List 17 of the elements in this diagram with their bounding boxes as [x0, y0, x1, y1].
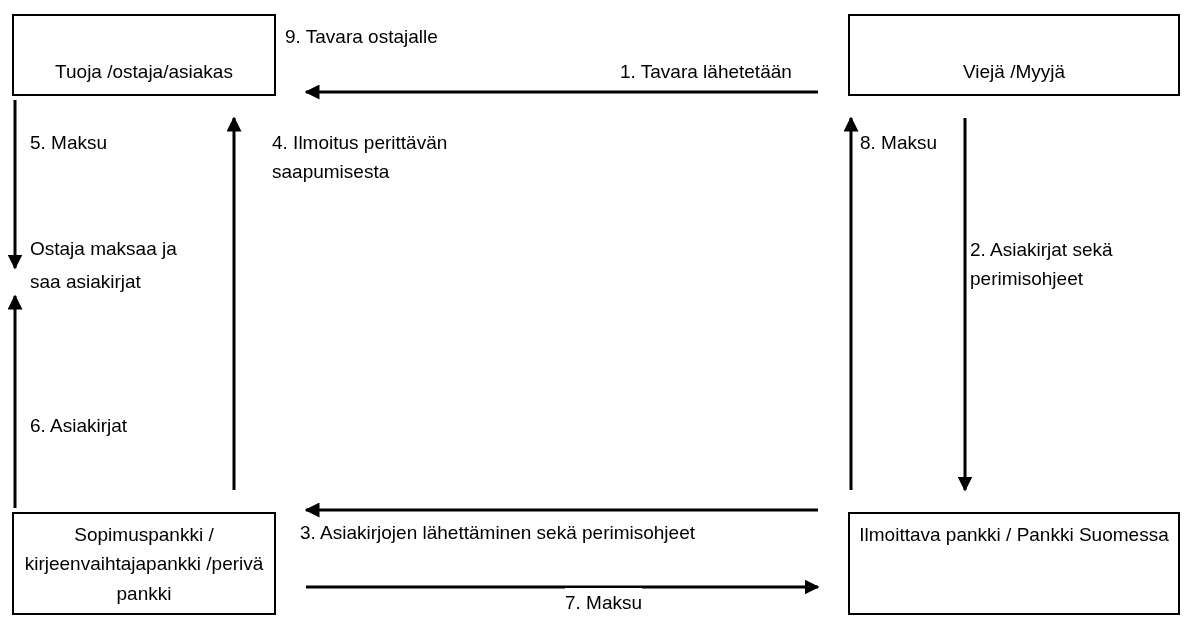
party-box — [12, 512, 276, 615]
party-box — [12, 14, 276, 96]
arrow — [957, 118, 973, 492]
arrow — [226, 116, 242, 490]
party-box — [848, 14, 1180, 96]
party-name: Tuoja /ostaja/asiakas — [55, 59, 233, 84]
arrow — [843, 116, 859, 490]
note-text: Ostaja maksaa ja saa asiakirjat — [30, 237, 178, 295]
arrow — [306, 579, 820, 595]
arrow — [304, 502, 818, 518]
party-name: Sopimuspankki / kirjeenvaihtajapankki /perivä pankki — [23, 523, 265, 606]
arrow — [7, 294, 23, 508]
arrow — [304, 84, 818, 100]
arrow — [7, 100, 23, 270]
party-box — [848, 512, 1180, 615]
party-name: Viejä /Myyjä — [962, 59, 1066, 84]
party-name: Ilmoittava pankki / Pankki Suomessa — [859, 523, 1169, 547]
